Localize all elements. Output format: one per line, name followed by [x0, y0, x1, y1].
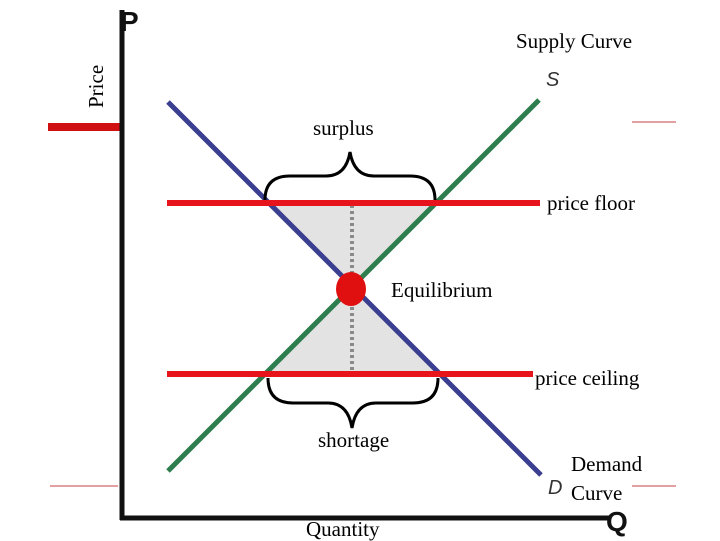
- demand-curve-title-line2: Curve: [571, 481, 623, 505]
- surplus-brace: [263, 151, 437, 201]
- quantity-axis-letter: Q: [606, 506, 628, 537]
- price-axis-title: Price: [84, 64, 108, 108]
- shortage-label: shortage: [318, 428, 390, 452]
- price-ceiling-label: price ceiling: [533, 366, 642, 390]
- supply-curve-letter: S: [546, 69, 560, 91]
- price-floor-label: price floor: [545, 191, 638, 215]
- supply-curve-title: Supply Curve: [516, 29, 633, 53]
- surplus-region: [265, 203, 437, 289]
- demand-curve-letter: D: [548, 477, 563, 499]
- shortage-brace: [266, 377, 440, 429]
- equilibrium-point: [336, 272, 366, 306]
- quantity-axis-title: Quantity: [306, 517, 380, 541]
- equilibrium-label: Equilibrium: [391, 278, 493, 302]
- surplus-label: surplus: [313, 116, 374, 140]
- demand-curve-title-line1: Demand: [571, 452, 643, 476]
- price-axis-letter: P: [120, 6, 139, 37]
